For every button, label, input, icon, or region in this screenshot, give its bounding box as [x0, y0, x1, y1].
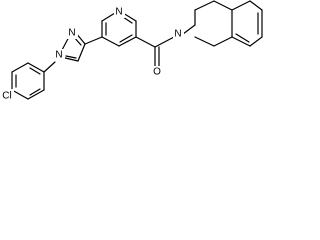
- bond: [194, 0, 215, 11]
- bond: [101, 12, 116, 22]
- bond: [213, 36, 233, 47]
- bond: [27, 89, 45, 100]
- pyridine-ring: [101, 12, 156, 48]
- chlorophenyl-ring: [7, 61, 56, 100]
- carbonyl-oxygen-label: O: [153, 67, 161, 78]
- bond: [231, 0, 251, 11]
- atom-labels: Cl N N N O N: [0, 6, 184, 102]
- bond: [101, 36, 120, 47]
- bond: [118, 36, 137, 47]
- double-bond-inner: [29, 88, 41, 96]
- bond: [249, 0, 263, 11]
- bond: [231, 36, 251, 47]
- bond-to-carbonyl: [135, 36, 156, 48]
- pyrazole-n1-label: N: [55, 50, 62, 61]
- bond: [122, 12, 137, 22]
- double-bond-inner: [235, 33, 250, 43]
- bond: [249, 36, 263, 47]
- pyrazole-n2-label: N: [68, 28, 75, 39]
- label-background: [54, 49, 65, 61]
- bond: [77, 43, 86, 62]
- label-background: [114, 6, 125, 18]
- double-bond-inner: [29, 67, 41, 75]
- bond-to-pyridine: [84, 36, 103, 45]
- bond: [213, 0, 233, 11]
- chlorine-label: Cl: [2, 91, 11, 102]
- bond: [194, 36, 215, 47]
- label-background: [0, 89, 14, 101]
- molecule-diagram: Cl N N N O N: [0, 0, 263, 102]
- label-background: [151, 66, 163, 78]
- bond-to-pyrazole: [43, 61, 56, 73]
- double-bond-inner: [119, 34, 133, 43]
- bond: [27, 62, 45, 73]
- bond-to-isoquinoline: [154, 36, 175, 48]
- carbonyl-group: [154, 36, 175, 69]
- double-bond-inner: [65, 55, 77, 59]
- pyridine-n-label: N: [115, 7, 122, 18]
- label-background: [67, 27, 78, 39]
- bond: [11, 62, 29, 73]
- isoquinoline-n-label: N: [174, 29, 181, 40]
- bond: [182, 24, 196, 35]
- label-background: [173, 28, 184, 40]
- bond: [11, 89, 29, 100]
- tetrahydroisoquinoline-ring: [182, 0, 263, 47]
